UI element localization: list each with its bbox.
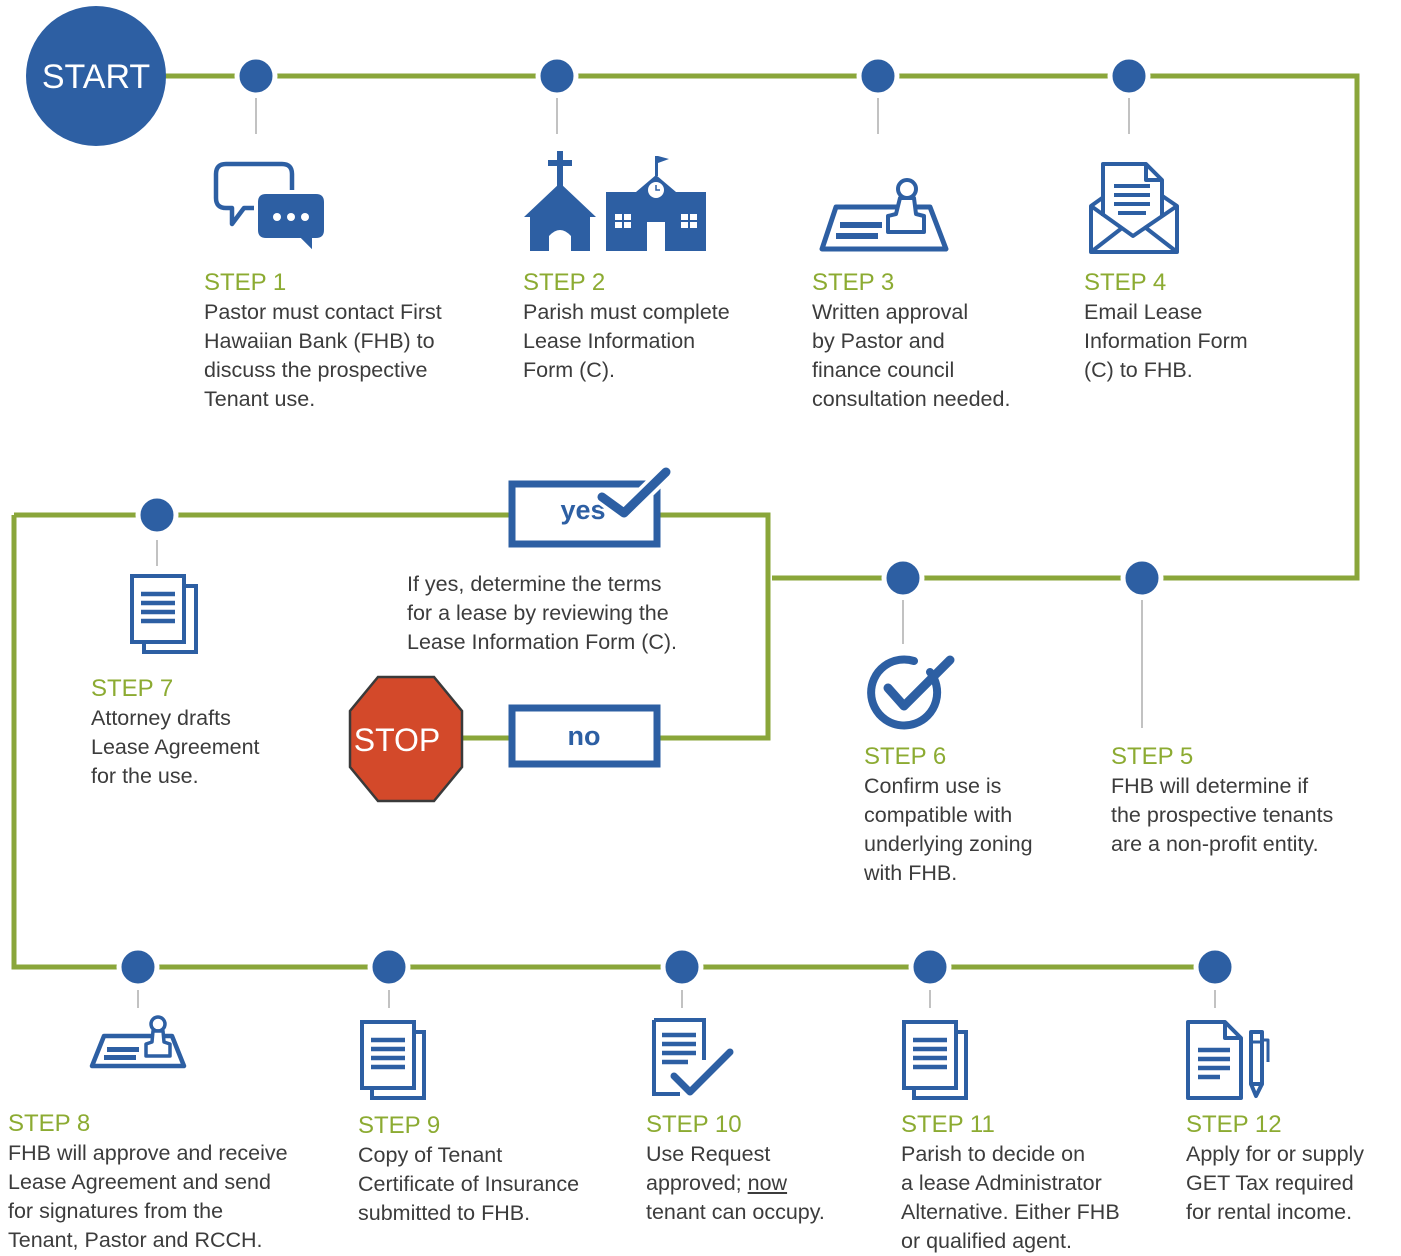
step-6: STEP 6 Confirm use is compatible with un… [864,744,1033,888]
step-label: STEP 12 [1186,1111,1282,1138]
yes-box: yes [508,464,674,548]
step-description: Apply for or supply GET Tax required for… [1186,1142,1365,1224]
step-8: STEP 8 FHB will approve and receive Leas… [8,1111,288,1255]
question-line: for a lease by reviewing the [407,601,669,625]
node-step-6 [881,556,925,600]
step-label: STEP 2 [523,269,606,296]
question-line: If yes, determine the terms [407,572,662,596]
node-step-8 [116,945,160,989]
node-step-11 [908,945,952,989]
emphasis-now: now [747,1171,788,1195]
node-step-7 [135,493,179,537]
documents-icon [902,1020,968,1100]
node-step-3 [856,54,900,98]
step-label: STEP 10 [646,1111,742,1138]
stamp-approval-icon [89,1015,187,1069]
no-box: no [508,704,661,768]
church-school-icon [524,151,706,251]
top-connector [150,73,1360,581]
connector-lines [11,73,1360,970]
document-check-icon [652,1018,734,1096]
step-7: STEP 7 Attorney drafts Lease Agreement f… [91,676,260,791]
documents-icon [360,1020,426,1100]
step-description: Email Lease Information Form (C) to FHB. [1084,300,1248,382]
step-description: Confirm use is compatible with underlyin… [864,774,1033,885]
stop-label: STOP [354,722,441,758]
step-5: STEP 5 FHB will determine if the prospec… [1111,744,1333,859]
chat-bubbles-icon [213,161,328,259]
node-step-2 [535,54,579,98]
step-4: STEP 4 Email Lease Information Form (C) … [1084,270,1248,385]
start-node: START [26,6,166,146]
step-10: STEP 10 Use Request approved; now tenant… [646,1112,825,1227]
step-description: Parish must complete Lease Information F… [523,300,730,382]
step-3: STEP 3 Written approval by Pastor and fi… [812,270,1010,414]
check-circle-icon [867,655,955,730]
step-label: STEP 11 [901,1111,995,1138]
node-step-12 [1193,945,1237,989]
step-label: STEP 8 [8,1110,91,1137]
step-description: Pastor must contact First Hawaiian Bank … [204,300,442,411]
step-label: STEP 3 [812,269,895,296]
left-connector [11,515,1220,970]
node-step-10 [660,945,704,989]
node-step-4 [1107,54,1151,98]
step-description: Written approval by Pastor and finance c… [812,300,1011,411]
step-label: STEP 6 [864,743,947,770]
node-step-9 [367,945,411,989]
decision-question: If yes, determine the terms for a lease … [407,570,677,657]
step-2: STEP 2 Parish must complete Lease Inform… [523,270,730,385]
step-1: STEP 1 Pastor must contact First Hawaiia… [204,270,442,414]
step-11: STEP 11 Parish to decide on a lease Admi… [901,1112,1120,1256]
node-ticks [137,98,1216,1008]
step-label: STEP 1 [204,269,287,296]
step-description: FHB will determine if the prospective te… [1111,774,1334,856]
question-line: Lease Information Form (C). [407,630,678,654]
step-description: Parish to decide on a lease Administrato… [901,1142,1120,1253]
step-description: Attorney drafts Lease Agreement for the … [91,706,260,788]
node-dots [116,54,1237,989]
document-pen-icon [1186,1020,1270,1100]
step-description: Copy of Tenant Certificate of Insurance … [358,1143,580,1225]
start-label: START [42,58,150,96]
step-description: Use Request approved; now tenant can occ… [646,1142,825,1224]
step-12: STEP 12 Apply for or supply GET Tax requ… [1186,1112,1364,1227]
stamp-approval-icon [819,178,949,252]
email-document-icon [1089,162,1179,254]
step-label: STEP 7 [91,675,174,702]
step-9: STEP 9 Copy of Tenant Certificate of Ins… [358,1113,579,1228]
node-step-1 [234,54,278,98]
step-description: FHB will approve and receive Lease Agree… [8,1141,288,1252]
stop-sign: STOP [348,675,464,803]
step-label: STEP 9 [358,1112,441,1139]
no-label: no [568,721,601,751]
node-step-5 [1120,556,1164,600]
step-label: STEP 5 [1111,743,1194,770]
documents-icon [130,574,198,654]
step-label: STEP 4 [1084,269,1167,296]
decision-bracket [655,512,771,741]
